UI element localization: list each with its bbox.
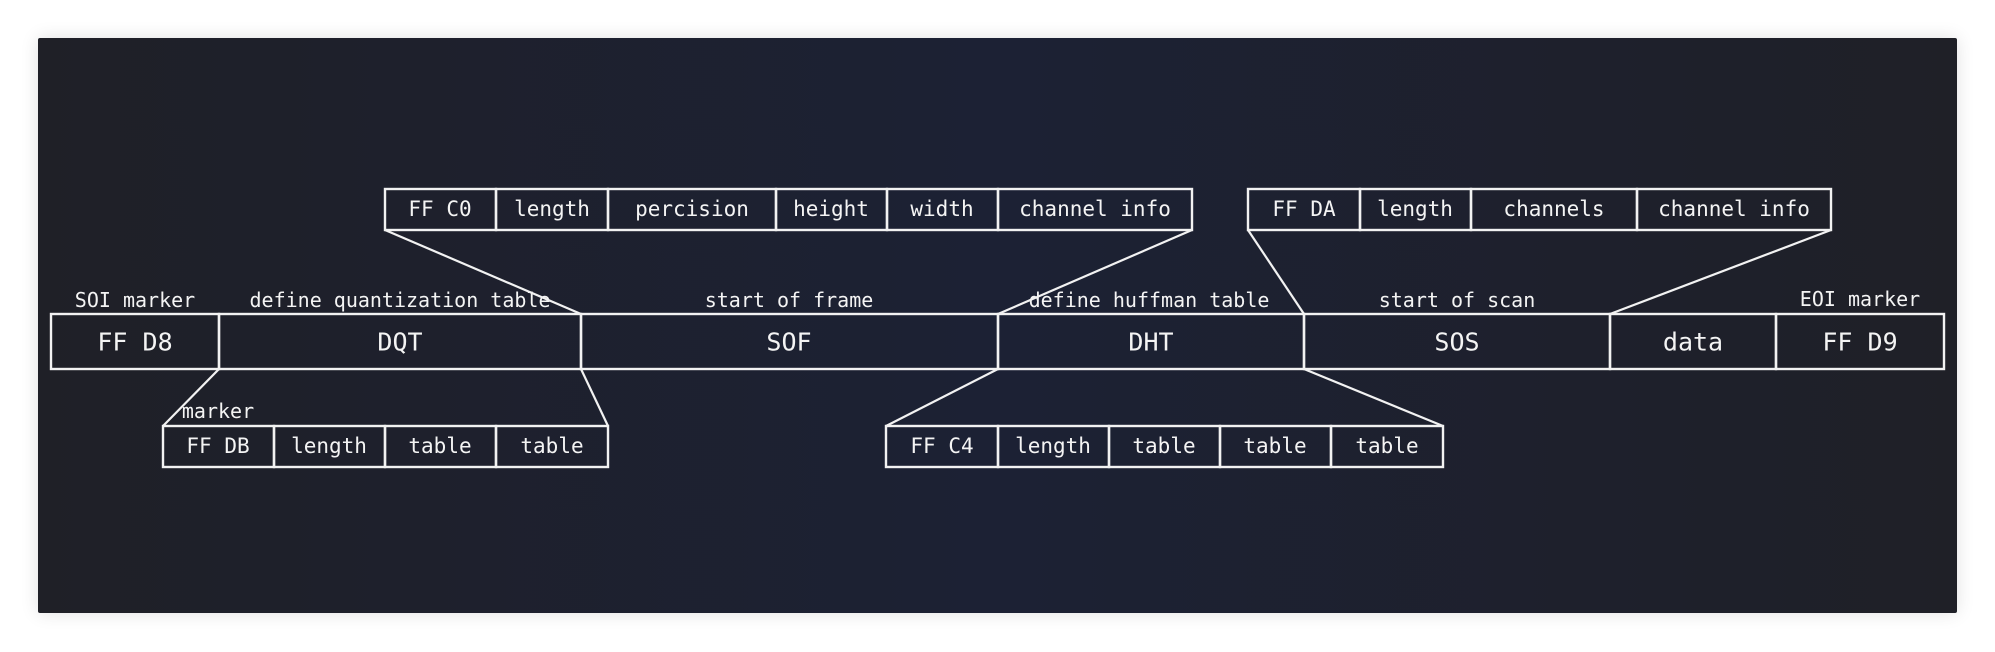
- sos-detail: FF DA length channels channel info: [1246, 187, 1833, 316]
- dqt-field-length: length: [291, 434, 367, 458]
- dht-field-table-2: table: [1243, 434, 1306, 458]
- sos-field-channels: channels: [1503, 197, 1604, 221]
- segment-dqt: DQT define quantization table: [217, 288, 583, 371]
- sof-detail: FF C0 length percision height width chan…: [383, 187, 1194, 316]
- segment-dqt-caption: define quantization table: [249, 288, 550, 312]
- sof-connector-right: [997, 228, 1193, 316]
- main-segment-row: FF D8 SOI marker DQT define quantization…: [49, 287, 1946, 371]
- dht-field-table-3: table: [1355, 434, 1418, 458]
- segment-sos-label: SOS: [1434, 328, 1479, 357]
- segment-data-label: data: [1663, 328, 1723, 357]
- dht-field-marker: FF C4: [910, 434, 973, 458]
- dqt-connector-right: [580, 368, 609, 427]
- dht-field-length: length: [1015, 434, 1091, 458]
- sof-field-width: width: [910, 197, 973, 221]
- segment-dht-caption: define huffman table: [1029, 288, 1270, 312]
- sos-field-channel-info: channel info: [1658, 197, 1810, 221]
- dht-connector-left: [885, 368, 999, 427]
- sos-connector-left: [1247, 229, 1305, 315]
- dqt-field-table-1: table: [408, 434, 471, 458]
- dht-connector-right: [1303, 367, 1444, 428]
- segment-eoi: FF D9 EOI marker: [1774, 287, 1946, 371]
- segment-sos: SOS start of scan: [1302, 288, 1612, 371]
- dqt-field-marker: FF DB: [186, 434, 249, 458]
- dht-field-table-1: table: [1132, 434, 1195, 458]
- segment-soi-label: FF D8: [97, 328, 172, 357]
- dht-detail: FF C4 length table table table: [884, 367, 1445, 469]
- sof-field-marker: FF C0: [408, 197, 471, 221]
- segment-sof-label: SOF: [766, 328, 811, 357]
- segment-sos-caption: start of scan: [1379, 288, 1536, 312]
- sof-field-channel-info: channel info: [1019, 197, 1171, 221]
- dqt-detail: marker FF DB length table table: [161, 368, 610, 469]
- segment-dqt-label: DQT: [377, 328, 422, 357]
- dqt-marker-caption: marker: [182, 399, 254, 423]
- dqt-connector-left: [162, 368, 220, 427]
- segment-soi: FF D8 SOI marker: [49, 288, 221, 371]
- sos-field-marker: FF DA: [1272, 197, 1336, 221]
- dqt-field-table-2: table: [520, 434, 583, 458]
- sof-connector-left: [384, 228, 582, 316]
- segment-soi-caption: SOI marker: [75, 288, 195, 312]
- segment-data: data: [1608, 312, 1778, 371]
- segment-sof-caption: start of frame: [705, 288, 874, 312]
- segment-eoi-label: FF D9: [1822, 328, 1897, 357]
- sos-field-length: length: [1377, 197, 1453, 221]
- sof-field-length: length: [514, 197, 590, 221]
- segment-eoi-caption: EOI marker: [1800, 287, 1920, 311]
- segment-dht: DHT define huffman table: [996, 288, 1306, 371]
- diagram-canvas: FF D8 SOI marker DQT define quantization…: [38, 38, 1957, 613]
- sof-field-height: height: [793, 197, 869, 221]
- sos-connector-right: [1609, 228, 1832, 316]
- segment-sof: SOF start of frame: [579, 288, 1000, 371]
- segment-dht-label: DHT: [1128, 328, 1173, 357]
- sof-field-precision: percision: [635, 197, 749, 221]
